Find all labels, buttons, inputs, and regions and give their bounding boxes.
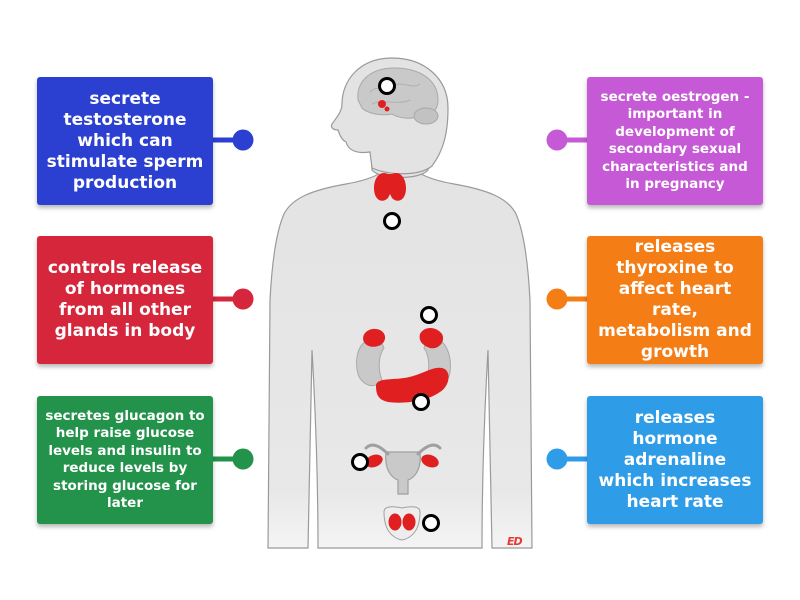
pancreas [376, 367, 449, 403]
card-text: releases thyroxine to affect heart rate,… [598, 237, 752, 362]
left-adrenal-gland [363, 328, 386, 347]
card-text: secrete oestrogen - important in develop… [600, 88, 750, 193]
thyroid-gland [374, 172, 406, 201]
target-pancreas[interactable] [412, 393, 430, 411]
brand-logo: ED [507, 535, 523, 548]
logo-text: ED [507, 535, 523, 548]
label-card-adrenaline[interactable]: releases hormone adrenaline which increa… [587, 396, 763, 524]
label-card-testosterone[interactable]: secrete testosterone which can stimulate… [37, 77, 213, 205]
right-ovary [421, 454, 439, 468]
label-card-pancreas[interactable]: secretes glucagon to help raise glucose … [37, 396, 213, 524]
pin-card-2[interactable] [232, 288, 254, 310]
label-card-thyroxine[interactable]: releases thyroxine to affect heart rate,… [587, 236, 763, 364]
cerebellum [413, 107, 439, 125]
pituitary-gland [378, 100, 386, 108]
card-text: controls release of hormones from all ot… [47, 258, 203, 341]
pin-card-6[interactable] [546, 448, 568, 470]
target-thyroid[interactable] [383, 212, 401, 230]
card-text: secretes glucagon to help raise glucose … [45, 407, 205, 512]
left-testis [388, 513, 402, 531]
pin-card-3[interactable] [232, 448, 254, 470]
left-ovary [365, 454, 383, 468]
target-adrenal[interactable] [420, 306, 438, 324]
pin-card-4[interactable] [546, 129, 568, 151]
label-card-oestrogen[interactable]: secrete oestrogen - important in develop… [587, 77, 763, 205]
target-ovary[interactable] [351, 453, 369, 471]
uterus [385, 451, 421, 495]
body-silhouette [267, 161, 533, 549]
right-testis [402, 513, 416, 531]
fallopian-tubes [364, 443, 442, 456]
pin-card-1[interactable] [232, 129, 254, 151]
right-adrenal-gland [419, 328, 444, 349]
card-text: secrete testosterone which can stimulate… [46, 88, 204, 193]
pin-card-5[interactable] [546, 288, 568, 310]
pituitary-gland-dot [384, 106, 390, 112]
drop-targets [351, 77, 440, 532]
card-pins [212, 129, 588, 470]
target-testes[interactable] [422, 514, 440, 532]
target-pituitary[interactable] [378, 77, 396, 95]
card-text: releases hormone adrenaline which increa… [598, 407, 752, 512]
label-card-pituitary[interactable]: controls release of hormones from all ot… [37, 236, 213, 364]
